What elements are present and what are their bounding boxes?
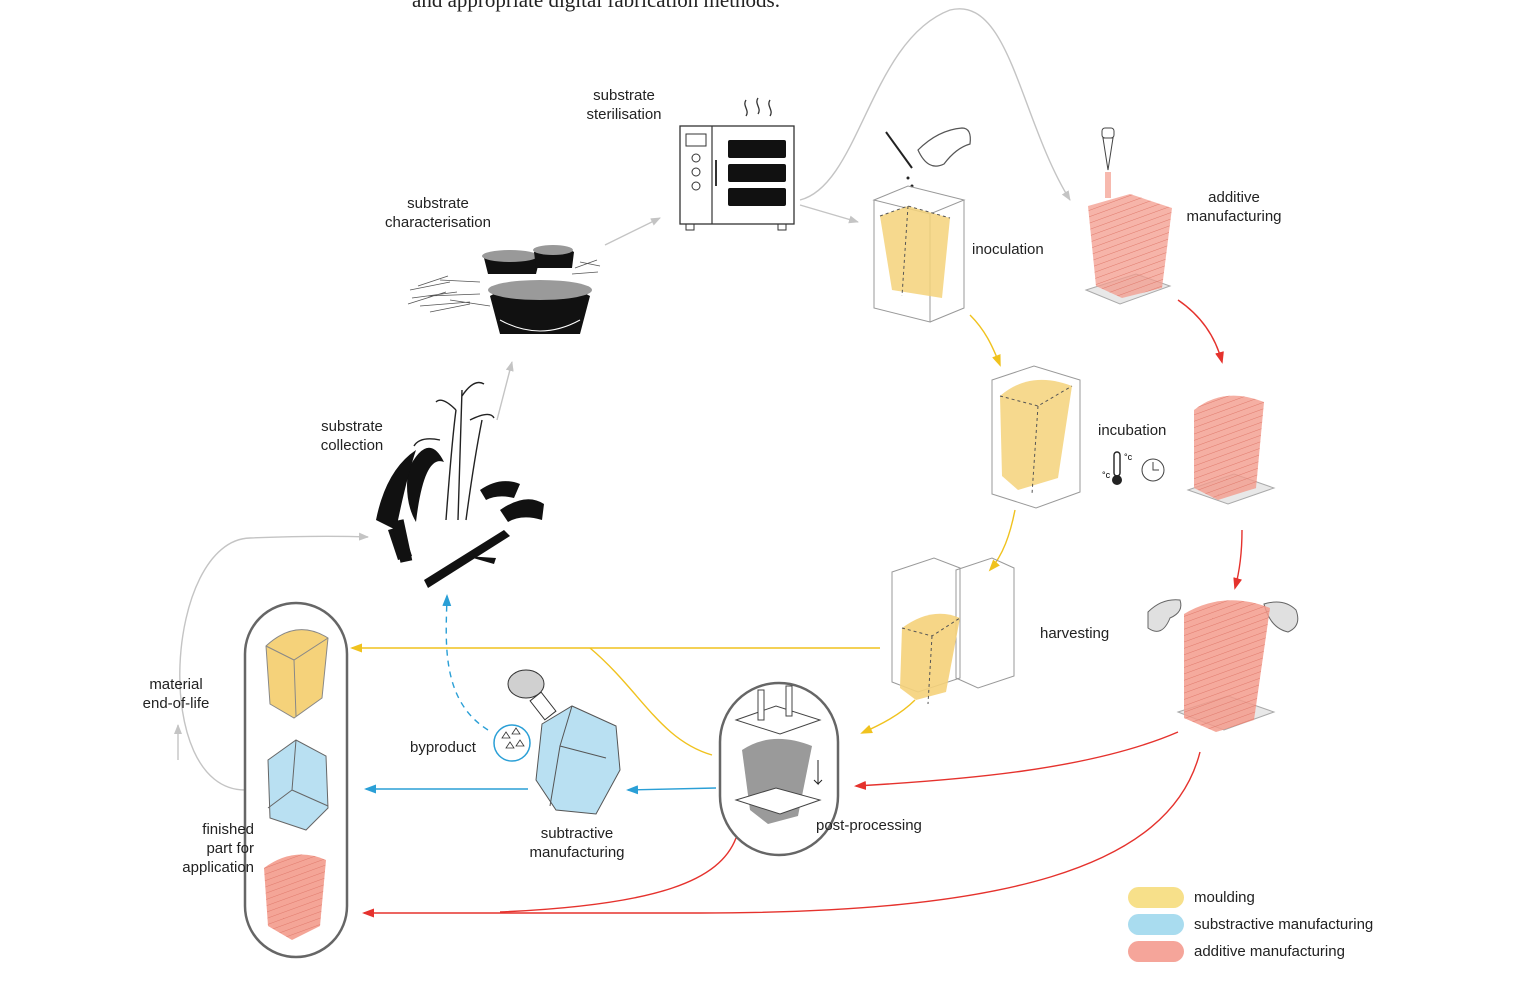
- label-inoculation: inoculation: [972, 240, 1044, 259]
- label-line: substrate: [321, 418, 383, 435]
- mould-icon: [991, 365, 1081, 509]
- legend-label: substractive manufacturing: [1194, 916, 1374, 933]
- legend-swatch-additive: [1128, 941, 1184, 962]
- label-line: additive: [1208, 189, 1260, 206]
- sugarcane-plant-icon: [376, 381, 544, 588]
- milling-tool-icon: [507, 669, 557, 721]
- thermometer-icon: °c °c: [1102, 451, 1133, 485]
- additive-part-harvest: [1176, 600, 1276, 732]
- legend-label: moulding: [1194, 889, 1255, 906]
- label-post-processing: post-processing: [816, 816, 922, 835]
- label-line: characterisation: [385, 214, 491, 231]
- label-harvesting: harvesting: [1040, 624, 1109, 643]
- svg-text:°c: °c: [1102, 470, 1111, 480]
- clock-icon: [1141, 458, 1165, 482]
- label-line: finished: [202, 821, 254, 838]
- combi-oven-icon: [679, 97, 795, 231]
- hands-icon: [1147, 599, 1299, 633]
- moulding-flow-arrows: [350, 314, 1016, 756]
- additive-part-printing: [1084, 194, 1172, 305]
- label-line: collection: [320, 437, 384, 454]
- label-line: end-of-life: [142, 695, 210, 712]
- figure-caption: and appropriate digital fabrication meth…: [412, 0, 780, 12]
- legend: moulding substractive manufacturing addi…: [1128, 884, 1373, 965]
- legend-swatch-subtractive: [1128, 914, 1184, 935]
- label-line: post-processing: [816, 817, 922, 834]
- grain-sacks-icon: [407, 245, 601, 334]
- label-line: harvesting: [1040, 625, 1110, 642]
- label-line: material: [149, 676, 203, 693]
- label-line: subtractive: [540, 825, 614, 842]
- label-line: sterilisation: [586, 106, 662, 123]
- svg-text:°c: °c: [1124, 452, 1133, 462]
- label-substrate-characterisation: substrate characterisation: [368, 194, 508, 232]
- mould-icon: [872, 185, 966, 323]
- legend-label: additive manufacturing: [1194, 943, 1345, 960]
- label-incubation: incubation: [1098, 421, 1166, 440]
- legend-item-moulding: moulding: [1128, 884, 1373, 911]
- mould-icon: [891, 557, 1015, 705]
- press-icon: [718, 681, 840, 857]
- extruder-nozzle-icon: [1101, 127, 1115, 198]
- label-subtractive-manufacturing: subtractive manufacturing: [514, 824, 640, 862]
- label-substrate-sterilisation: substrate sterilisation: [574, 86, 674, 124]
- label-line: substrate: [407, 195, 469, 212]
- gloved-hand-icon: [885, 127, 971, 188]
- label-line: manufacturing: [1186, 208, 1282, 225]
- legend-item-subtractive: substractive manufacturing: [1128, 911, 1373, 938]
- label-substrate-collection: substrate collection: [302, 417, 402, 455]
- label-line: application: [182, 859, 254, 876]
- subtractive-flow-arrows: [364, 594, 717, 795]
- label-finished-part: finished part for application: [156, 820, 254, 877]
- label-additive-manufacturing: additive manufacturing: [1172, 188, 1296, 226]
- label-material-end-of-life: material end-of-life: [130, 675, 222, 713]
- legend-swatch-moulding: [1128, 887, 1184, 908]
- additive-flow-arrows: [362, 299, 1243, 918]
- label-byproduct: byproduct: [410, 738, 476, 757]
- legend-item-additive: additive manufacturing: [1128, 938, 1373, 965]
- subtractive-part-milled: [535, 705, 621, 815]
- finished-parts-capsule: [243, 601, 349, 959]
- label-line: manufacturing: [529, 844, 625, 861]
- label-line: incubation: [1098, 422, 1167, 439]
- label-line: inoculation: [972, 241, 1044, 258]
- grey-flow-arrows: [174, 8, 1071, 791]
- label-line: byproduct: [410, 739, 476, 756]
- additive-part-incubating: [1186, 395, 1276, 505]
- label-line: substrate: [593, 87, 655, 104]
- label-line: part for: [206, 840, 254, 857]
- byproduct-icon: [493, 724, 531, 762]
